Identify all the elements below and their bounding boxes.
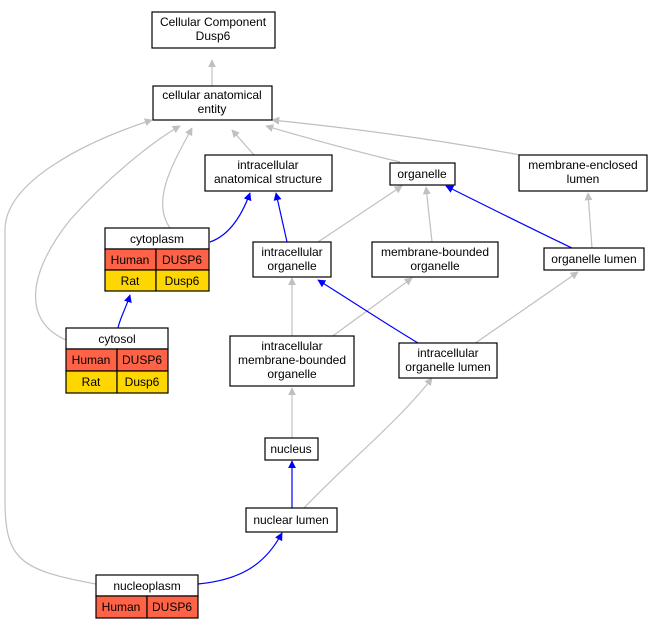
- gene-cell-human: [146, 595, 199, 619]
- edge-iol-ol: [473, 271, 579, 345]
- node-nucleus[interactable]: nucleus: [264, 437, 319, 461]
- gene-cell-rat: [155, 269, 210, 292]
- gene-label: Dusp6: [165, 274, 200, 288]
- edge-ol-organelle: [445, 185, 575, 250]
- node-label: nucleoplasm: [113, 579, 180, 593]
- edge-io-organelle: [317, 185, 403, 243]
- gene-label: Dusp6: [125, 375, 160, 389]
- node-label: organelle: [397, 167, 447, 181]
- node-label: organelle: [267, 259, 317, 273]
- node-label: cellular anatomical: [162, 88, 261, 102]
- node-label: Dusp6: [196, 29, 231, 43]
- node-label: organelle: [267, 367, 317, 381]
- edge-nl-iol: [303, 377, 433, 509]
- node-label: intracellular: [237, 158, 298, 172]
- edge-mbo-organelle: [422, 186, 433, 243]
- node-intracellular-anatomical-structure[interactable]: intracellular anatomical structure: [204, 154, 333, 192]
- node-label: intracellular: [417, 346, 478, 360]
- species-label: Human: [102, 600, 141, 614]
- node-label: nucleus: [270, 442, 311, 456]
- species-label: Rat: [82, 375, 101, 389]
- species-label: Rat: [121, 274, 140, 288]
- edge-io-ias: [273, 192, 288, 243]
- node-cytosol[interactable]: cytosol Human DUSP6 Rat Dusp6: [65, 327, 169, 394]
- node-membrane-bounded-organelle[interactable]: membrane-bounded organelle: [371, 241, 499, 278]
- node-label: intracellular: [261, 339, 322, 353]
- node-label: cytosol: [98, 332, 135, 346]
- node-cytoplasm[interactable]: cytoplasm Human DUSP6 Rat Dusp6: [104, 227, 210, 292]
- gene-cell-rat: [116, 370, 169, 394]
- node-label: membrane-enclosed: [528, 158, 637, 172]
- node-label: organelle lumen: [405, 360, 490, 374]
- node-nucleoplasm[interactable]: nucleoplasm Human DUSP6: [95, 574, 199, 619]
- node-organelle[interactable]: organelle: [389, 162, 456, 186]
- edge-organelle-cae: [265, 124, 401, 163]
- node-label: organelle: [410, 259, 460, 273]
- edge-cytoplasm-ias: [209, 192, 252, 243]
- edge-nucleoplasm-cae: [4, 118, 153, 585]
- gene-label: DUSP6: [152, 600, 192, 614]
- node-organelle-lumen[interactable]: organelle lumen: [543, 247, 645, 271]
- edge-cytosol-cae: [34, 125, 181, 341]
- edge-imbo-mbo: [329, 277, 413, 339]
- node-label: cytoplasm: [130, 232, 184, 246]
- node-membrane-enclosed-lumen[interactable]: membrane-enclosed lumen: [518, 154, 648, 192]
- node-label: membrane-bounded: [381, 245, 489, 259]
- species-label: Human: [111, 253, 150, 267]
- node-intracellular-organelle-lumen[interactable]: intracellular organelle lumen: [398, 342, 498, 379]
- node-label: membrane-bounded: [238, 353, 346, 367]
- node-label: entity: [198, 102, 227, 116]
- node-cellular-anatomical-entity[interactable]: cellular anatomical entity: [152, 85, 273, 121]
- node-cellular-component-dusp6[interactable]: Cellular Component Dusp6: [151, 11, 276, 49]
- node-intracellular-organelle[interactable]: intracellular organelle: [252, 241, 332, 278]
- node-label: nuclear lumen: [253, 513, 328, 527]
- edge-meml-cae: [271, 116, 521, 156]
- edge-nucleoplasm-nl: [197, 532, 283, 585]
- node-label: Cellular Component: [160, 15, 267, 29]
- gene-label: DUSP6: [162, 253, 202, 267]
- node-label: organelle lumen: [551, 252, 636, 266]
- node-label: anatomical structure: [214, 172, 322, 186]
- edge-cytoplasm-cae: [162, 127, 193, 229]
- node-label: lumen: [567, 172, 600, 186]
- edge-cytosol-cytoplasm: [117, 294, 132, 329]
- node-label: intracellular: [261, 245, 322, 259]
- edge-ias-cae: [231, 129, 255, 156]
- edge-ol-meml: [584, 192, 593, 249]
- species-label: Human: [72, 353, 111, 367]
- node-nuclear-lumen[interactable]: nuclear lumen: [245, 507, 338, 533]
- gene-label: DUSP6: [122, 353, 162, 367]
- edge-iol-io: [317, 279, 419, 344]
- node-intracellular-membrane-bounded-organelle[interactable]: intracellular membrane-bounded organelle: [229, 335, 355, 387]
